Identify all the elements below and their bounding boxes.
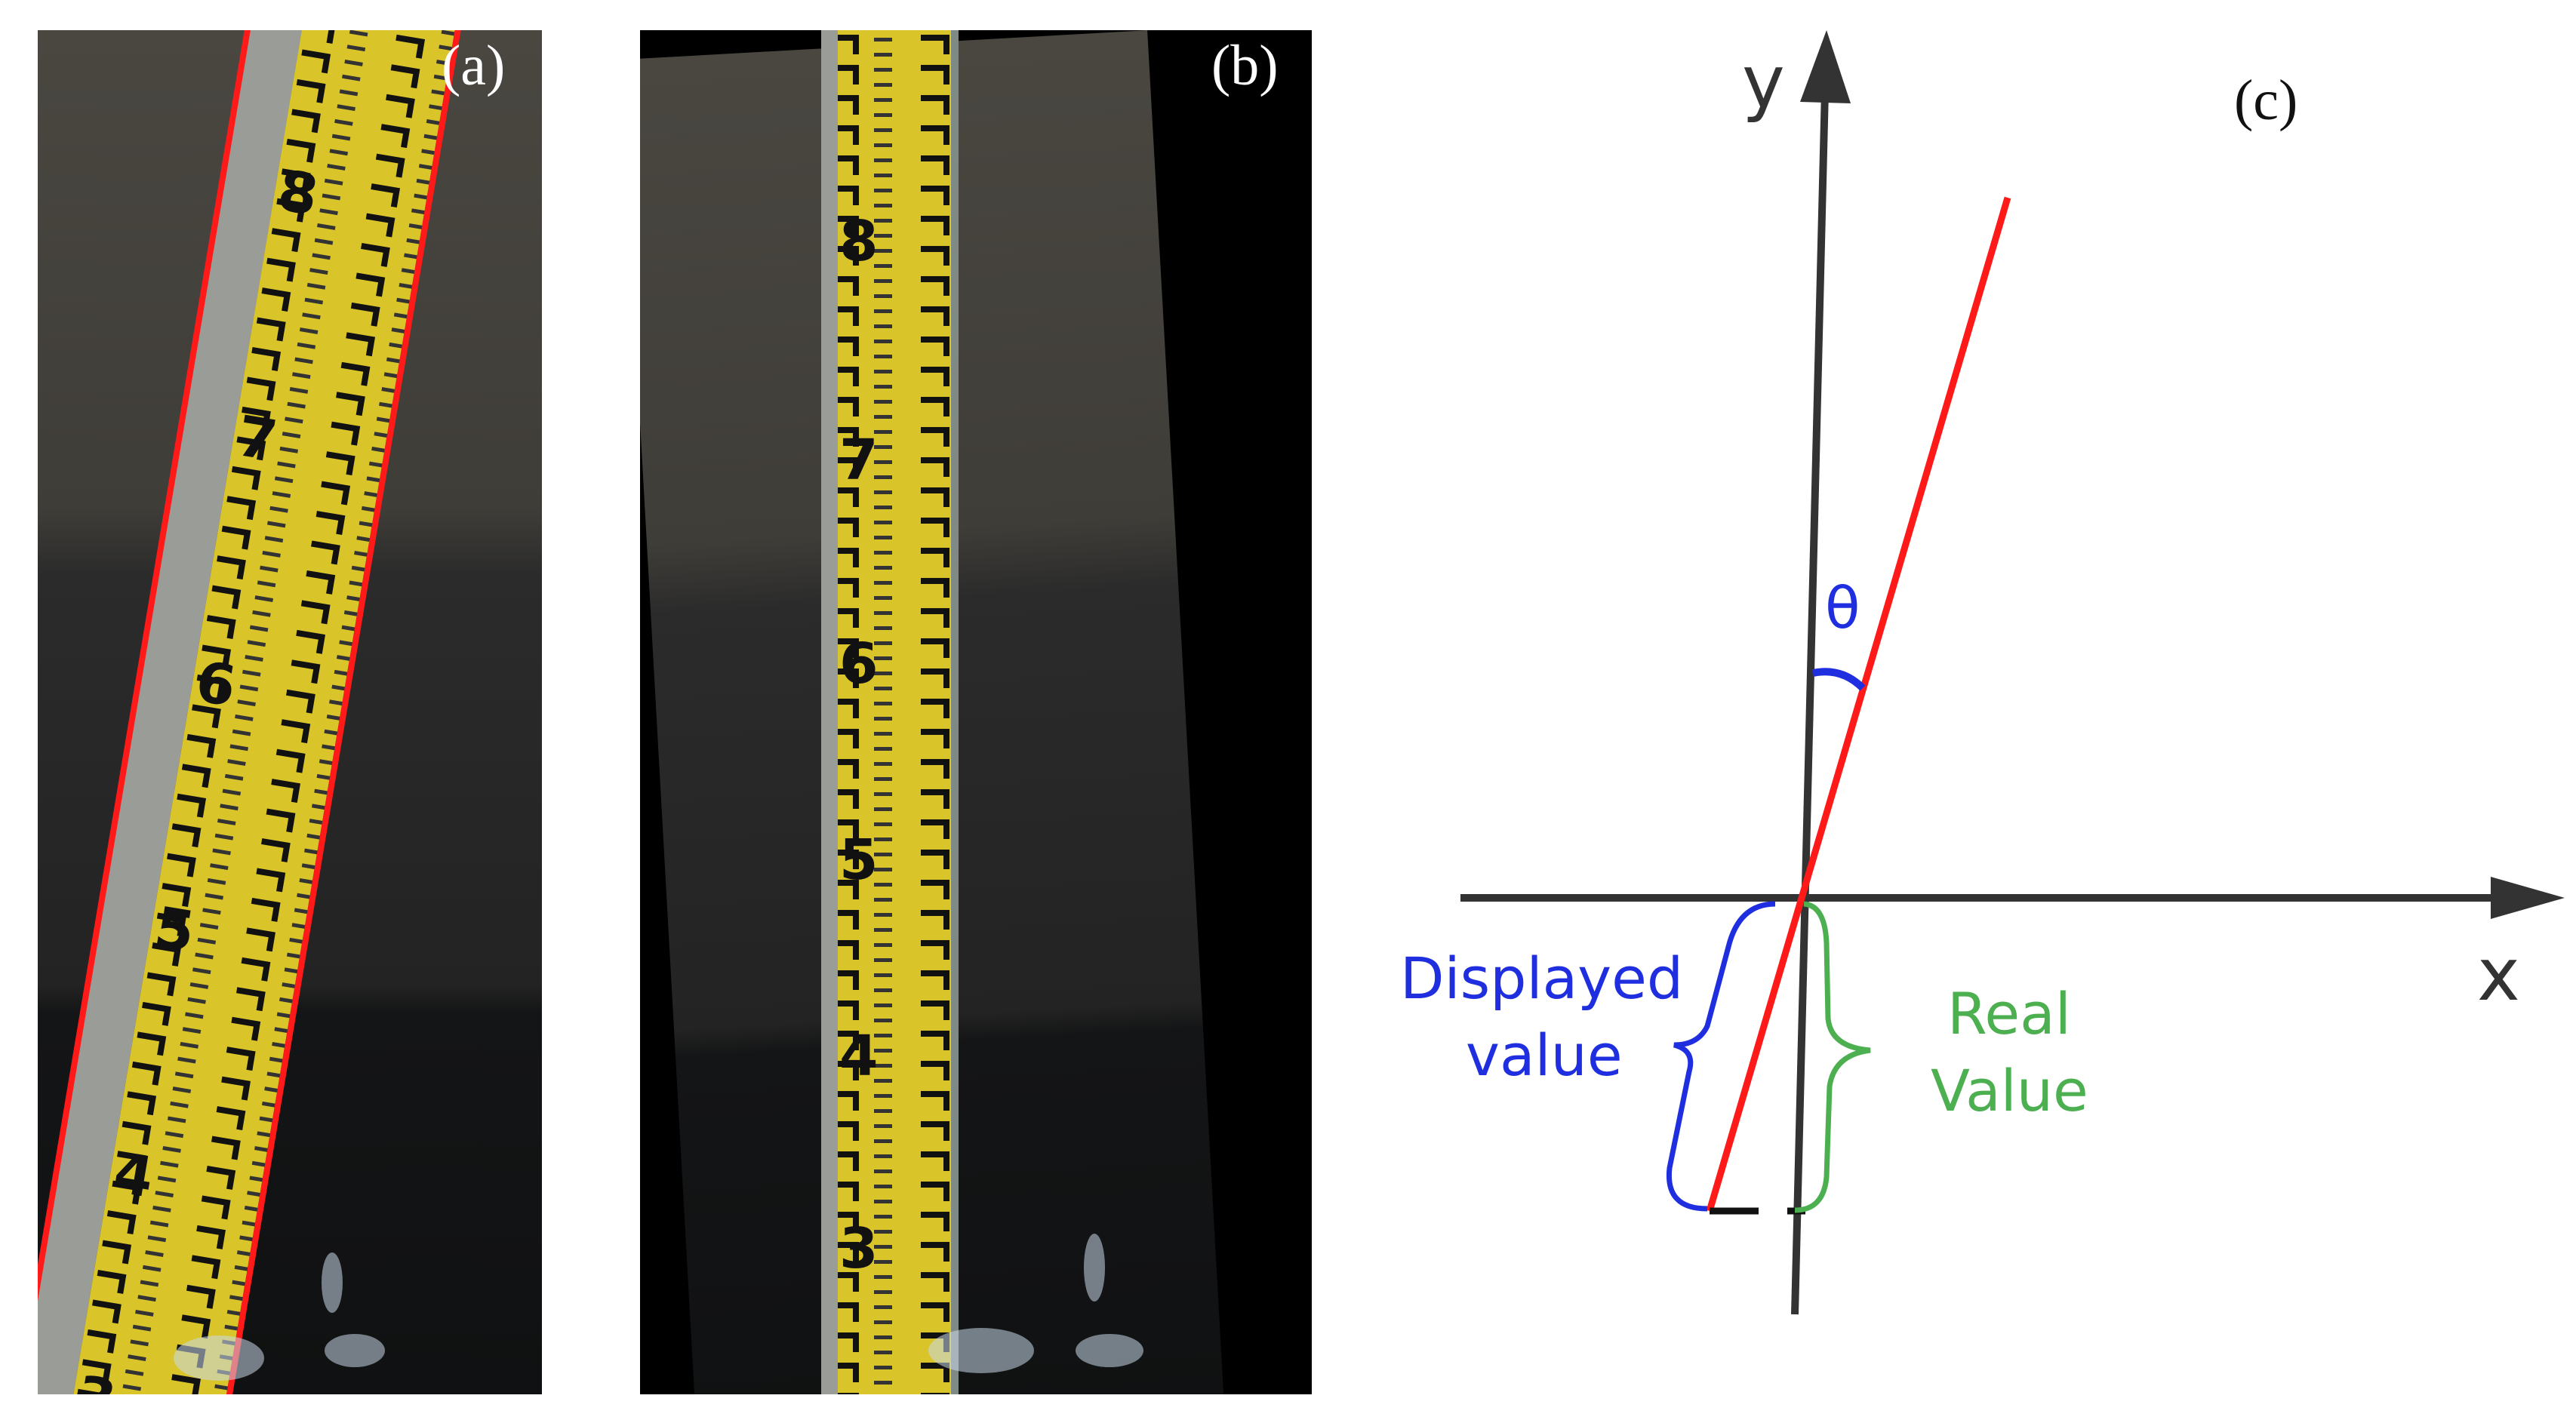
panel-b-number-7: 7 [839, 428, 879, 493]
panel-b-number-4: 4 [839, 1024, 879, 1089]
panel-c-label: (c) [2234, 69, 2297, 132]
panel-b-water-splash [928, 1234, 1143, 1373]
theta-label: θ [1825, 574, 1860, 641]
panel-a-label: (a) [442, 34, 505, 97]
panel-a: 8 7 6 5 4 3 [38, 30, 542, 1394]
x-axis-arrowhead [2491, 877, 2565, 919]
panel-a-water-splash [174, 1252, 385, 1381]
panel-b-number-3: 3 [839, 1216, 879, 1281]
panel-b-number-5: 5 [839, 828, 879, 893]
panel-a-edge-left [38, 30, 267, 1394]
displayed-value-label-line2: value [1466, 1022, 1623, 1089]
panel-b-number-8: 8 [839, 209, 879, 274]
panel-b: 8 7 6 5 4 3 [640, 30, 1312, 1394]
x-axis-label: x [2477, 933, 2520, 1017]
panel-b-gauge-face [838, 30, 951, 1394]
panel-a-edge-right [211, 30, 472, 1394]
panel-b-number-6: 6 [839, 632, 879, 696]
panel-a-gauge-face [63, 30, 466, 1394]
panel-a-gauge-rail [38, 30, 317, 1394]
real-value-label-line1: Real [1947, 980, 2071, 1047]
displayed-value-brace [1666, 901, 1776, 1212]
y-axis-line [1791, 90, 1829, 1315]
tilted-gauge-line [1706, 196, 2011, 1212]
panel-a-gauge: 8 7 6 5 4 3 [38, 30, 472, 1394]
panel-b-gauge: 8 7 6 5 4 3 [821, 30, 959, 1394]
y-axis-arrowhead [1800, 30, 1851, 103]
theta-angle-arc [1811, 668, 1866, 691]
panel-b-label: (b) [1211, 34, 1279, 97]
panel-b-gauge-shadow [951, 30, 959, 1394]
displayed-value-label-line1: Displayed [1400, 945, 1683, 1012]
panel-c-diagram: (c) y x θ Displayed value Real Value [1400, 30, 2565, 1315]
real-value-label-line2: Value [1931, 1057, 2088, 1124]
real-value-brace [1794, 901, 1871, 1213]
y-axis-label: y [1742, 40, 1785, 124]
